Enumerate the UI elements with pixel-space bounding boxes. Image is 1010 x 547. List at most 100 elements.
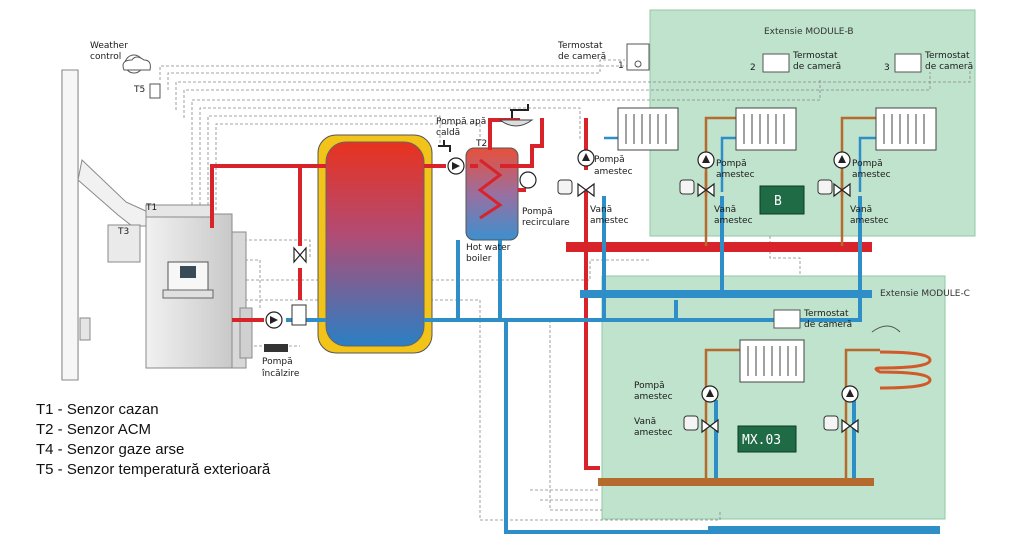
room-thermostat-3 — [894, 53, 922, 73]
module-c-supply-bar — [598, 478, 874, 486]
valve-mix-b1-label-1: Vană — [714, 205, 736, 215]
valve-mix-main-label-2: amestec — [590, 216, 629, 226]
flue-connector — [77, 159, 149, 227]
thermostat-3-number: 3 — [884, 63, 890, 73]
underfloor-coil — [874, 350, 932, 390]
thermostat-2-number: 2 — [750, 63, 756, 73]
valve-actuators — [557, 179, 839, 431]
outdoor-sensor-icon — [149, 83, 161, 99]
t3-label: T3 — [117, 227, 129, 237]
return-pipes — [286, 196, 862, 534]
boiler — [145, 204, 253, 369]
dhw-coil — [477, 158, 503, 220]
valve-mix-c1-label-2: amestec — [634, 428, 673, 438]
flue-cleanout — [79, 317, 91, 341]
thermostat-main-label-2: de cameră — [558, 52, 606, 62]
legend-item-t5: T5 - Senzor temperatură exterioară — [36, 461, 271, 478]
module-c-circuits — [704, 348, 880, 482]
t2-label: T2 — [475, 139, 487, 149]
buffer-tank — [325, 141, 425, 347]
room-thermostats — [626, 43, 922, 329]
pump-recirc-label-1: Pompă — [522, 207, 553, 217]
main-hot-manifold — [566, 243, 872, 251]
room-thermostat-main — [626, 43, 650, 71]
radiator-fins — [625, 114, 925, 376]
legend-item-t2: T2 - Senzor ACM — [36, 421, 151, 438]
pump-dhw-label-2: caldă — [436, 128, 460, 138]
module-c-title: Extensie MODULE-C — [880, 289, 970, 299]
module-b-controller — [759, 185, 805, 215]
weather-control-label-1: Weather — [90, 41, 128, 51]
pump-recirc — [519, 171, 537, 189]
legend-item-t4: T4 - Senzor gaze arse — [36, 441, 184, 458]
cloud-icon — [122, 56, 151, 71]
radiator-main — [617, 107, 679, 151]
pump-mix-b1-label-1: Pompă — [716, 159, 747, 169]
controller-screen — [180, 266, 196, 278]
pump-mix-main-label-2: amestec — [594, 167, 633, 177]
air-flow-icon — [871, 325, 901, 333]
valve-mix-b1-label-2: amestec — [714, 216, 753, 226]
thermostat-c-label-1: Termostat — [803, 309, 849, 319]
valve-mix-c1 — [701, 418, 719, 434]
thermostat-main-label-1: Termostat — [557, 41, 603, 51]
thermostat-c-label-2: de cameră — [804, 320, 852, 330]
thermostat-number-1: 1 — [618, 61, 624, 71]
module-c-controller-label: MX.03 — [742, 433, 781, 448]
hot-water-tap-icon — [438, 140, 451, 152]
valve-mix-b1 — [697, 182, 715, 198]
valve-mix-b2-label-1: Vană — [850, 205, 872, 215]
mixing-valves — [293, 182, 859, 434]
radiator-b2 — [875, 107, 937, 151]
main-return-manifold — [580, 290, 872, 298]
valve-mix-c1-label-1: Vană — [634, 417, 656, 427]
flue-elbow — [107, 224, 141, 263]
thermostat-3-label-1: Termostat — [924, 51, 970, 61]
pump-dhw-label-1: Pompă apă — [436, 117, 486, 127]
sink-icon — [498, 119, 534, 127]
module-b-circuits — [704, 116, 876, 246]
weather-sensor — [122, 54, 161, 99]
hot-water-boiler-label-1: Hot water — [466, 243, 511, 253]
flue-pipe — [61, 69, 79, 381]
pump-arrows — [270, 153, 854, 397]
pump-mix-main-label-1: Pompă — [594, 155, 625, 165]
pump-mix-c1-label-2: amestec — [634, 392, 673, 402]
module-b-controller-label: B — [774, 194, 782, 209]
t1-label: T1 — [145, 203, 157, 213]
hot-water-boiler-label-2: boiler — [466, 254, 492, 264]
pump-heating-label-1: Pompă — [262, 357, 293, 367]
valve-mix-c2 — [841, 418, 859, 434]
pipe-tee — [291, 304, 307, 326]
pump-mix-b2-label-2: amestec — [852, 170, 891, 180]
module-b-title: Extensie MODULE-B — [764, 27, 854, 37]
heating-circuit-symbol — [264, 344, 288, 352]
room-thermostat-c — [773, 309, 801, 329]
faucet-icon — [510, 104, 529, 118]
thermostat-2-label-2: de cameră — [793, 62, 841, 72]
pump-recirc-label-2: recirculare — [522, 218, 570, 228]
module-c-return-bar — [708, 526, 940, 534]
t5-label: T5 — [133, 85, 145, 95]
pump-mix-b2-label-1: Pompă — [852, 159, 883, 169]
room-thermostat-2 — [762, 53, 790, 73]
legend-item-t1: T1 - Senzor cazan — [36, 401, 159, 418]
valve-mix-main-label-1: Vană — [590, 205, 612, 215]
hot-water-boiler-tank — [465, 147, 519, 241]
thermostat-2-label-1: Termostat — [792, 51, 838, 61]
safety-valve — [293, 246, 307, 264]
pump-heating-label-2: încălzire — [261, 369, 300, 379]
valve-mix-main — [577, 182, 595, 198]
valve-mix-b2-label-2: amestec — [850, 216, 889, 226]
radiator-b1 — [735, 107, 797, 151]
labels: Weather control T5 T1 T3 T2 Termostat de… — [36, 27, 973, 478]
valve-mix-b2 — [833, 182, 851, 198]
pump-mix-c1-label-1: Pompă — [634, 381, 665, 391]
pump-mix-b1-label-2: amestec — [716, 170, 755, 180]
thermostat-knob-icon — [634, 60, 642, 68]
thermostat-3-label-2: de cameră — [925, 62, 973, 72]
module-c-controller — [737, 425, 797, 453]
weather-control-label-2: control — [90, 52, 121, 62]
